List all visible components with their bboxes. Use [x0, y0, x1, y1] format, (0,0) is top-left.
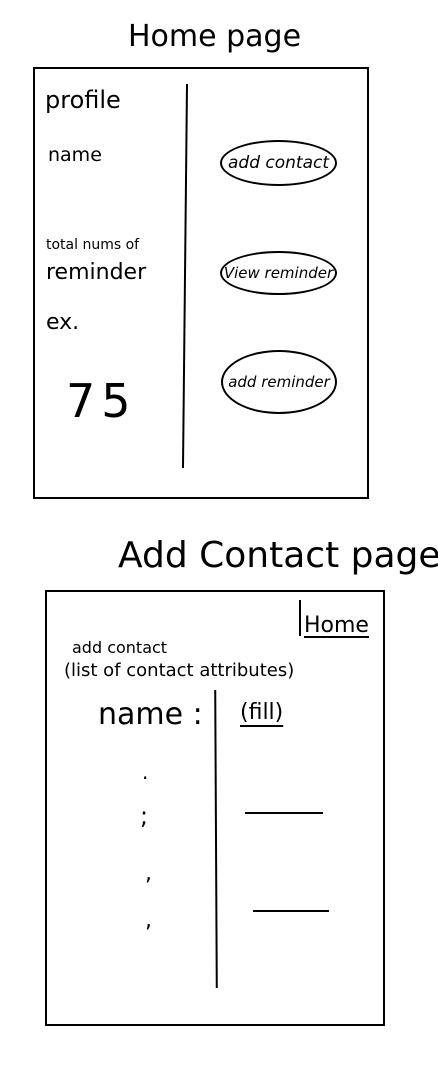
attribute-input-field[interactable] — [253, 910, 329, 912]
example-label: ex. — [46, 310, 80, 335]
home-page-title: Home page — [128, 19, 302, 54]
attribute-input-field[interactable] — [245, 812, 323, 814]
name-label: name — [48, 144, 102, 166]
total-reminders-value: 75 — [66, 374, 137, 428]
add-contact-heading: add contact — [72, 638, 168, 657]
name-field-label: name : — [98, 697, 203, 732]
home-page-frame — [33, 67, 369, 499]
profile-label: profile — [45, 86, 121, 114]
add-contact-page-title: Add Contact page — [118, 535, 438, 576]
ellipsis-mark: , — [145, 861, 152, 886]
ellipsis-mark: . — [142, 760, 149, 784]
add-reminder-button[interactable]: add reminder — [221, 350, 337, 414]
home-link-frame — [299, 600, 301, 636]
ellipsis-mark: , — [145, 908, 152, 933]
add-contact-page-frame — [45, 590, 385, 1026]
add-contact-button[interactable]: add contact — [220, 140, 337, 186]
contact-attributes-subheading: (list of contact attributes) — [64, 660, 295, 681]
home-link[interactable]: Home — [304, 613, 369, 638]
total-reminders-label-line2: reminder — [46, 260, 147, 285]
name-input-field[interactable]: (fill) — [240, 700, 284, 725]
ellipsis-mark: ; — [140, 802, 149, 830]
view-reminder-button[interactable]: View reminder — [220, 251, 337, 295]
total-reminders-label-line1: total nums of — [46, 237, 140, 253]
